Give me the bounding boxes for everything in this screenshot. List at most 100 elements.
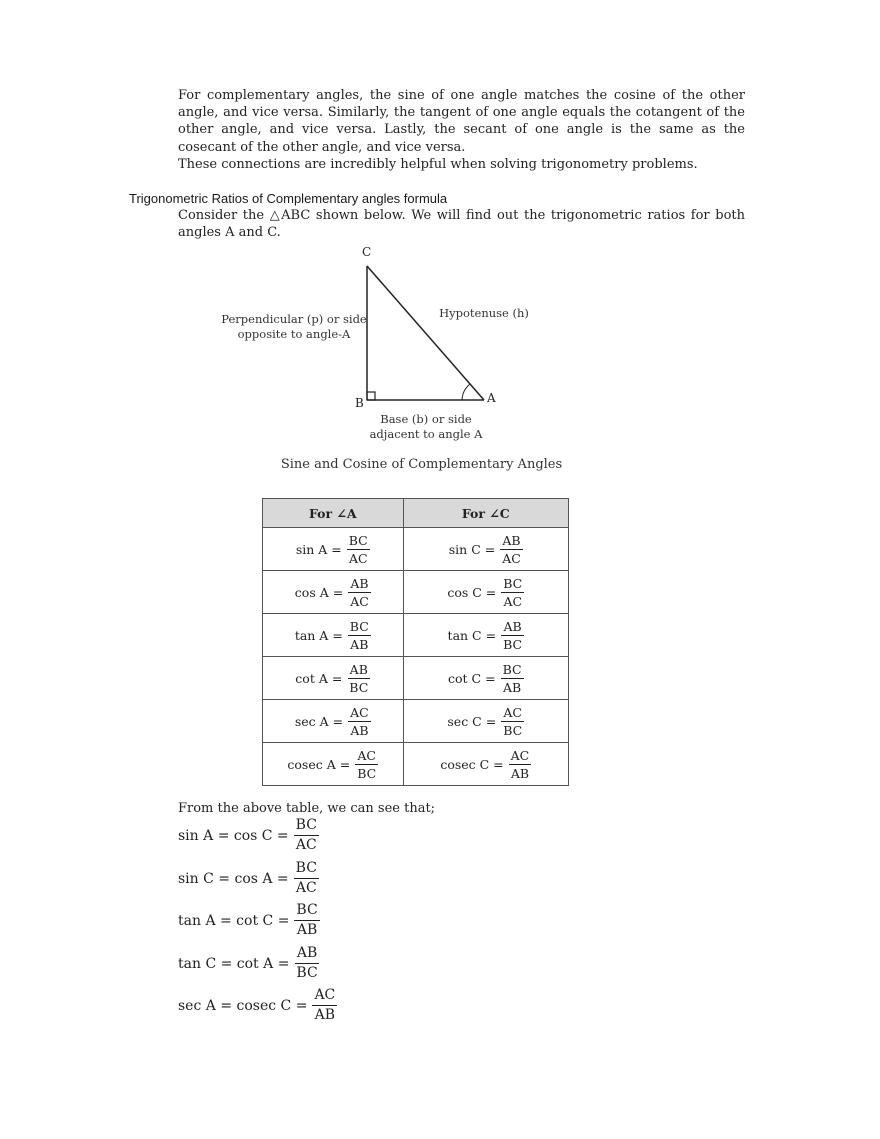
ratio-lhs: tan C = [447,627,497,643]
perpendicular-label-line1: Perpendicular (p) or side [221,312,367,326]
fraction-numerator: AB [501,618,524,636]
fraction-numerator: AC [312,987,338,1006]
intro-paragraph-2: These connections are incredibly helpful… [178,157,698,172]
section-heading: Trigonometric Ratios of Complementary an… [129,191,448,206]
fraction-numerator: BC [293,860,319,879]
fraction-denominator: AB [502,679,522,695]
summary-lhs: tan C = cot A = [178,955,290,972]
fraction-numerator: BC [294,902,320,921]
summary-lhs: tan A = cot C = [178,912,290,929]
fraction-denominator: BC [349,679,369,695]
summary-intro: From the above table, we can see that; [178,801,436,816]
fraction-numerator: AC [508,747,532,765]
fraction-numerator: BC [293,817,319,836]
vertex-a-label: A [487,391,496,405]
fraction-denominator: AB [314,1007,336,1023]
fraction-denominator: BC [503,722,523,738]
table-header-row: For ∠A For ∠C [262,498,570,528]
perpendicular-label-line2: opposite to angle-A [237,327,351,341]
fraction-numerator: AC [348,704,371,722]
fraction-numerator: BC [500,661,524,679]
section-lead: Consider the △ABC shown below. We will f… [178,208,745,241]
ratio-lhs: sin C = [448,541,496,557]
hypotenuse-label: Hypotenuse (h) [439,306,529,320]
side-ca [366,265,485,401]
ratio-lhs: sec C = [447,713,497,729]
fraction-denominator: AC [295,880,317,896]
base-label: Base (b) or side adjacent to angle A [366,412,486,442]
ratio-lhs: tan A = [294,627,343,643]
fraction-denominator: AC [502,550,521,566]
fraction-denominator: AB [350,636,369,652]
fraction-numerator: BC [501,575,525,593]
base-label-line1: Base (b) or side [380,412,472,426]
header-angle-c: For ∠C [402,498,570,528]
perpendicular-label: Perpendicular (p) or side opposite to an… [220,312,368,342]
triangle-diagram [366,265,485,401]
fraction-numerator: BC [347,618,371,636]
fraction-numerator: BC [346,532,370,550]
ratio-lhs: sec A = [294,713,344,729]
base-label-line2: adjacent to angle A [369,427,483,441]
fraction-denominator: AB [350,722,369,738]
fraction-denominator: AC [350,593,369,609]
table-caption: Sine and Cosine of Complementary Angles [280,457,563,472]
intro-paragraph-1: For complementary angles, the sine of on… [178,88,745,155]
vertex-c-label: C [362,245,372,259]
fraction-denominator: AB [296,922,318,938]
fraction-denominator: BC [296,965,318,981]
summary-lhs: sin C = cos A = [178,870,289,887]
fraction-numerator: AC [355,747,378,765]
angle-a-arc [461,383,471,401]
ratio-lhs: cosec A = [287,756,351,772]
ratio-lhs: cot C = [448,670,496,686]
fraction-numerator: AB [347,661,370,679]
right-angle-marker [366,391,376,401]
